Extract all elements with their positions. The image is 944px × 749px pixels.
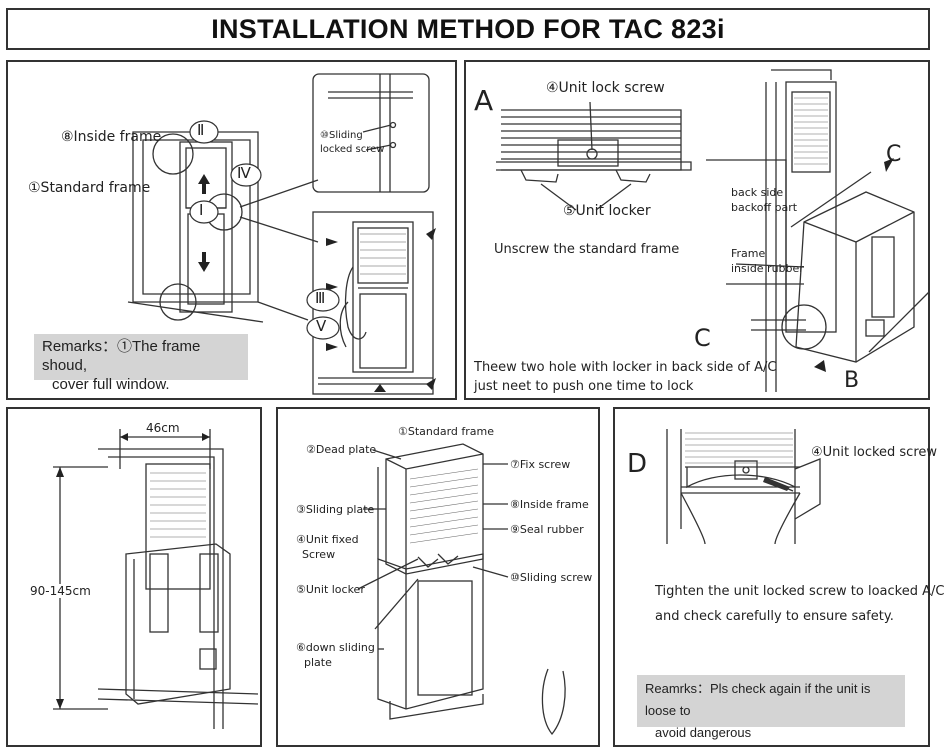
step-letter-b: B: [844, 368, 860, 393]
label-inside-frame: ⑧Inside frame: [61, 129, 162, 145]
dimension-illustration: [53, 429, 259, 729]
label-sliding-screw-1: ⑩Sliding: [320, 130, 363, 141]
label-height: 90-145cm: [30, 584, 91, 598]
panel-dimensions: 46cm 90-145cm: [6, 407, 262, 747]
label-unit-fixed-1: ④Unit fixed: [296, 533, 359, 546]
label-standard-frame: ①Standard frame: [398, 425, 495, 438]
roman-step-i: Ⅰ: [199, 201, 204, 219]
label-dead-plate: ②Dead plate: [306, 443, 377, 456]
remark-d-line-2: avoid dangerous: [655, 725, 752, 740]
label-down-sliding-2: plate: [304, 656, 332, 669]
roman-step-iii: Ⅲ: [315, 289, 326, 307]
label-back-side-2: backoff part: [731, 201, 798, 214]
label-seal-rubber: ⑨Seal rubber: [510, 523, 584, 536]
label-unit-lock-screw: ④Unit lock screw: [546, 80, 665, 96]
remark-line-2: cover full window.: [52, 376, 170, 393]
label-unit-locked-screw: ④Unit locked screw: [811, 445, 938, 460]
label-width: 46cm: [146, 421, 180, 435]
step-letter-c-bottom: C: [694, 324, 711, 352]
remark-line-1: Remarks：①The frame shoud,: [42, 338, 201, 374]
tighten-illustration: [666, 429, 821, 545]
note-line-1: Theew two hole with locker in back side …: [474, 360, 777, 375]
label-standard-frame: ①Standard frame: [28, 180, 151, 196]
label-unit-fixed-2: Screw: [302, 548, 336, 561]
label-fix-screw: ⑦Fix screw: [510, 458, 571, 471]
step-letter-a: A: [474, 84, 494, 117]
label-sliding-screw: ⑩Sliding screw: [510, 571, 593, 584]
label-down-sliding-1: ⑥down sliding: [296, 641, 375, 654]
unit-lock-illustration: [496, 69, 930, 392]
remark-d-line-1: Reamrks：Pls check again if the unit is l…: [645, 681, 871, 718]
remark-box: Remarks：①The frame shoud, cover full win…: [34, 334, 248, 393]
panel-frame-install: Ⅱ Ⅰ Ⅳ Ⅲ Ⅴ ⑧Inside frame ①Standard frame …: [6, 60, 457, 400]
panel-parts: ①Standard frame ②Dead plate ⑦Fix screw ③…: [276, 407, 600, 747]
remark-box-d: Reamrks：Pls check again if the unit is l…: [637, 675, 905, 740]
frame-install-illustration: [127, 73, 436, 395]
parts-illustration: [357, 443, 566, 736]
page-title: INSTALLATION METHOD FOR TAC 823i: [6, 8, 930, 50]
step-letter-d: D: [627, 449, 648, 479]
label-inside-frame: ⑧Inside frame: [510, 498, 589, 511]
label-unit-locker: ⑤Unit locker: [563, 203, 651, 219]
label-sliding-plate: ③Sliding plate: [296, 503, 375, 516]
step-letter-c-top: C: [886, 142, 902, 167]
roman-step-iv: Ⅳ: [237, 164, 251, 182]
label-back-side-1: back side: [731, 186, 784, 199]
label-unscrew: Unscrew the standard frame: [494, 242, 680, 257]
panel-tighten: D ④Unit locked screw Tighten the unit lo…: [613, 407, 944, 747]
roman-step-ii: Ⅱ: [197, 121, 205, 139]
tighten-line-1: Tighten the unit locked screw to loacked…: [655, 584, 944, 599]
label-frame-rubber-2: inside rubber: [731, 262, 804, 275]
note-line-2: just neet to push one time to lock: [474, 379, 694, 394]
label-frame-rubber-1: Frame: [731, 247, 766, 260]
tighten-line-2: and check carefully to ensure safety.: [655, 609, 894, 624]
label-sliding-screw-2: locked screw: [320, 144, 385, 155]
label-unit-locker: ⑤Unit locker: [296, 583, 365, 596]
roman-step-v: Ⅴ: [316, 317, 327, 335]
panel-unit-lock: A ④Unit lock screw ⑤Unit locker Unscrew …: [464, 60, 930, 400]
